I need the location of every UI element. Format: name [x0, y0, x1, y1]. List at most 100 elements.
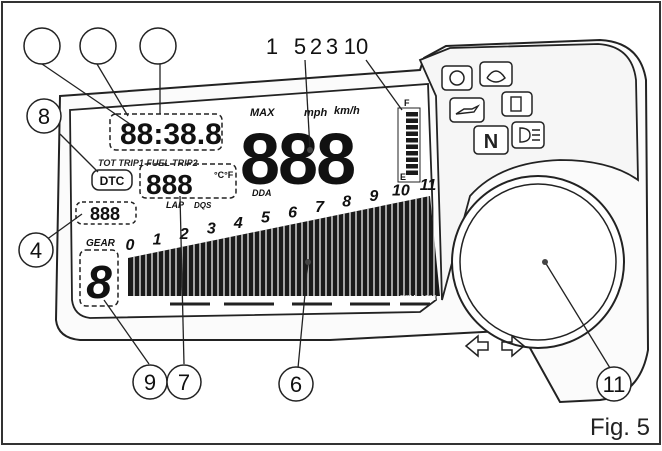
- tacho-tick-3: 3: [207, 221, 216, 238]
- fuel-bar: [406, 138, 418, 143]
- callout-circle-3: [139, 27, 177, 65]
- temp-readout: 888: [146, 169, 193, 200]
- tacho-tick-9: 9: [369, 188, 378, 205]
- dqs-label: DQS: [194, 201, 212, 210]
- callout-circle-11: [596, 366, 632, 402]
- fuel-bar: [406, 144, 418, 149]
- temp-units: °C°F: [214, 170, 234, 180]
- fuel-gauge-bars: [406, 112, 418, 175]
- leader-6-dot: [305, 259, 311, 265]
- leader-7: [179, 195, 185, 365]
- temp-box: [139, 163, 237, 199]
- dda-label: DDA: [252, 188, 272, 198]
- leader-11-dot: [542, 259, 548, 265]
- leader-2: [96, 63, 129, 117]
- turn-right-icon: [501, 334, 526, 358]
- gear-label: GEAR: [86, 238, 116, 249]
- fuel-full-label: F: [404, 98, 410, 108]
- tacho-segments: [133, 195, 435, 296]
- fuel-empty-label: E: [400, 172, 406, 182]
- callout-numbers: 8 4 9 7 6 11 1 5 2 3 10: [30, 34, 626, 397]
- tacho-tick-7: 7: [315, 199, 325, 216]
- tacho-tick-2: 2: [179, 226, 189, 243]
- fuel-reserve-icon: [510, 96, 522, 112]
- lap-label: LAP: [166, 200, 185, 210]
- oil-pressure-icon: [455, 104, 481, 115]
- leader-callout-top: [304, 59, 311, 151]
- callout-9: 9: [144, 370, 156, 395]
- tacho-tick-11: 11: [420, 177, 437, 194]
- small-readout-box: [75, 201, 137, 225]
- tacho-tick-1: 1: [153, 232, 162, 249]
- turn-signals: [464, 334, 526, 358]
- mph-label: mph: [304, 107, 328, 119]
- callout-circle-2: [79, 27, 117, 65]
- callout-circle-4: [18, 232, 54, 268]
- fuel-bar: [406, 151, 418, 156]
- callout-10: 10: [344, 34, 368, 59]
- round-bezel-inner: [459, 183, 617, 341]
- callout-circle-1: [23, 27, 61, 65]
- neutral-label: N: [484, 131, 498, 153]
- callout-circle-7: [166, 364, 202, 400]
- engine-warning-icon: [449, 70, 465, 86]
- callout-8: 8: [38, 104, 50, 129]
- fuel-bar: [406, 125, 418, 130]
- turn-left-icon: [464, 334, 489, 358]
- tacho-tick-10: 10: [392, 182, 410, 199]
- leader-4: [45, 213, 83, 241]
- immobilizer-icon: [486, 70, 506, 83]
- callout-1: 1: [266, 34, 278, 59]
- neutral-box: [473, 125, 509, 155]
- callout-2b: 2: [310, 34, 322, 59]
- tacho-tick-5: 5: [261, 210, 271, 227]
- callout-5: 5: [294, 34, 306, 59]
- callout-7: 7: [178, 370, 190, 395]
- tacho-tick-8: 8: [342, 193, 351, 210]
- tacho-tick-4: 4: [233, 215, 243, 232]
- fuel-bar: [406, 170, 418, 175]
- callout-circle-8: [26, 98, 62, 134]
- leader-1: [41, 63, 131, 125]
- dtc-box: [91, 169, 133, 191]
- fuel-bar: [406, 157, 418, 162]
- fuel-reserve-box: [501, 91, 533, 117]
- leader-lines: [41, 59, 611, 369]
- fuel-gauge: F E: [397, 98, 421, 183]
- fuel-bar: [406, 112, 418, 117]
- trip-mode-labels: TOT TRIP1 FUEL TRIP2: [98, 158, 198, 168]
- callout-circle-6: [278, 366, 314, 402]
- tacho-tick-0: 0: [126, 237, 135, 254]
- callout-4: 4: [30, 238, 42, 263]
- leader-fuel: [365, 59, 403, 111]
- odometer-readout: 88:38.8: [120, 118, 222, 151]
- speed-readout: 888: [240, 120, 354, 200]
- odometer-box: [109, 113, 223, 151]
- callout-3b: 3: [326, 34, 338, 59]
- fuel-bar: [406, 164, 418, 169]
- small-readout: 888: [90, 204, 120, 224]
- rpm-label: RPM x1000: [400, 295, 437, 302]
- gear-box: [79, 249, 119, 307]
- tacho-tick-6: 6: [288, 204, 297, 221]
- leader-11: [544, 261, 611, 369]
- kmh-label: km/h: [334, 105, 360, 117]
- leader-6: [297, 261, 309, 369]
- callouts: [18, 27, 632, 402]
- callout-6: 6: [290, 372, 302, 397]
- leader-top-dot: [307, 147, 313, 153]
- oil-pressure-box: [449, 97, 485, 123]
- leader-8: [59, 133, 99, 173]
- high-beam-icon: [519, 127, 540, 143]
- figure-caption: Fig. 5: [589, 414, 650, 441]
- dtc-label: DTC: [100, 174, 125, 188]
- callout-11: 11: [603, 372, 626, 397]
- immobilizer-box: [479, 61, 513, 87]
- gear-indicator: 8: [86, 256, 112, 308]
- fuel-bar: [406, 118, 418, 123]
- fuel-bar: [406, 131, 418, 136]
